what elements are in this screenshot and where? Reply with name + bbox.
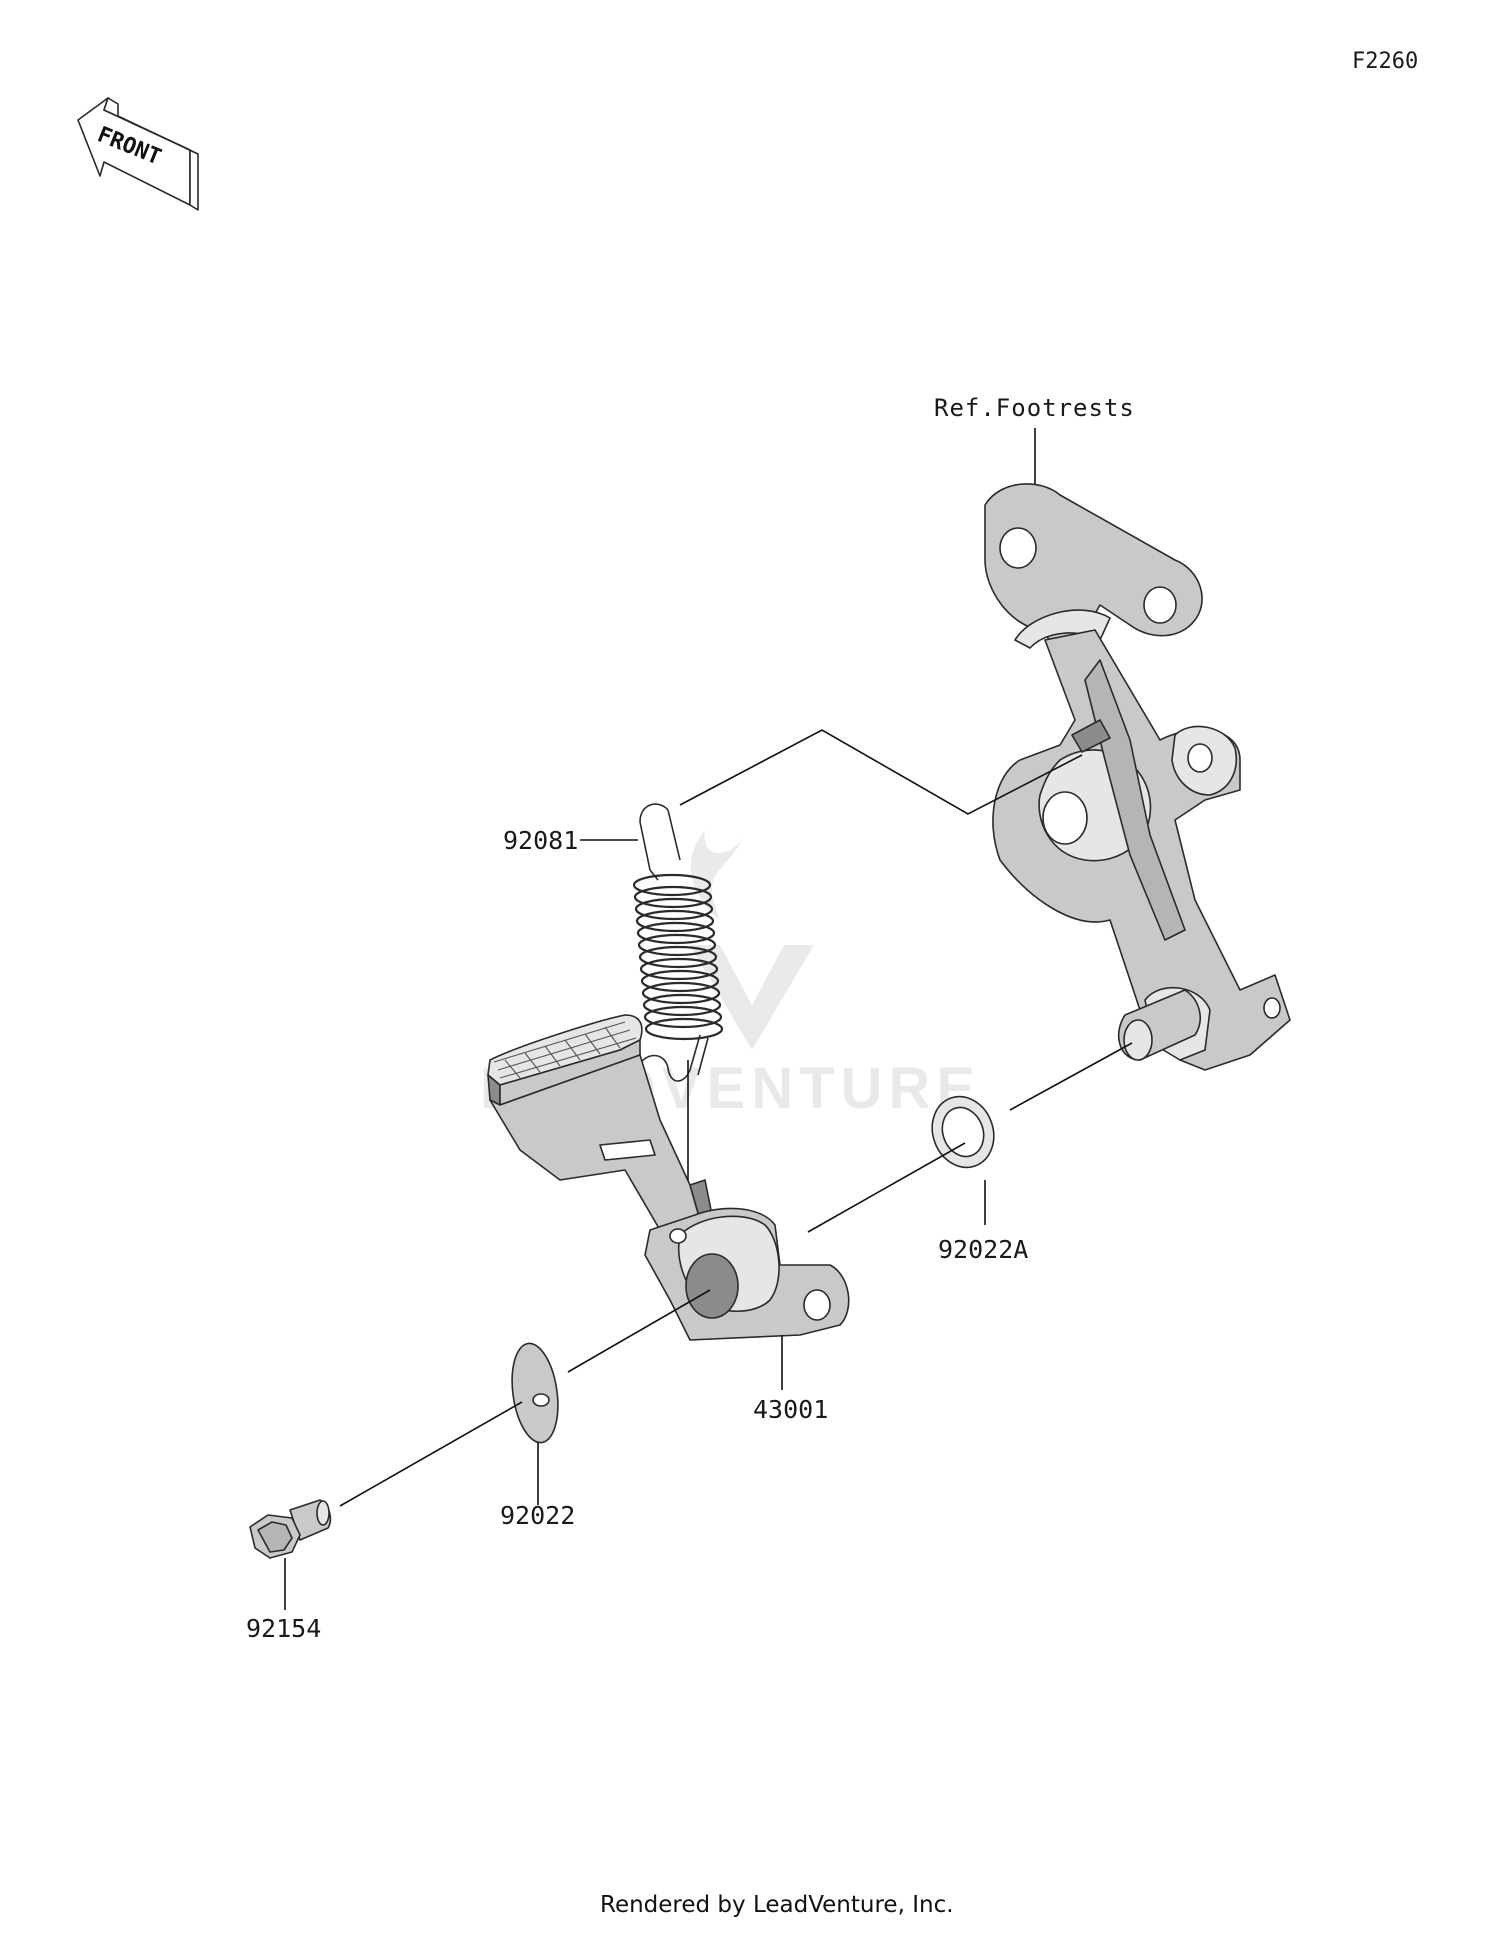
front-arrow-icon: FRONT [77, 97, 199, 211]
part-number-92154: 92154 [246, 1614, 321, 1643]
part-number-92022: 92022 [500, 1501, 575, 1530]
axis-line-middle [807, 1142, 966, 1233]
washer-92022 [511, 1342, 559, 1444]
bolt-92154 [249, 1499, 332, 1559]
footer-credit: Rendered by LeadVenture, Inc. [600, 1892, 954, 1918]
part-number-92022a: 92022A [938, 1235, 1028, 1264]
bolt-axis-line [339, 1401, 523, 1507]
footrest-bracket [984, 483, 1291, 1071]
figure-code: F2260 [1352, 49, 1418, 74]
axis-line-lower [567, 1289, 711, 1373]
brake-pedal [487, 1014, 850, 1341]
part-number-43001: 43001 [753, 1395, 828, 1424]
washer-92022a [931, 1095, 995, 1169]
return-spring [629, 803, 724, 1086]
part-number-92081: 92081 [503, 826, 578, 855]
axis-line-upper [1009, 1042, 1133, 1111]
reference-label: Ref.Footrests [934, 394, 1135, 422]
spring-to-bracket-line [679, 729, 1083, 815]
